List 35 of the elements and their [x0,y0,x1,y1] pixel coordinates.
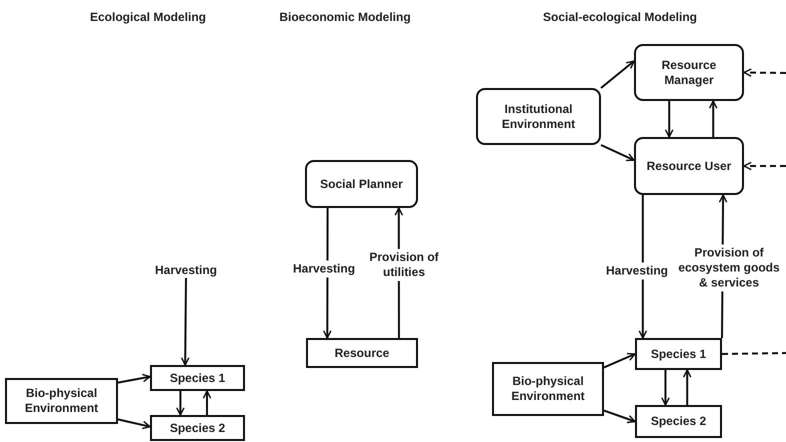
arrow [604,410,636,424]
arrow [604,352,636,368]
arrow [664,101,674,138]
arrow [118,418,151,430]
arrow [202,390,212,415]
arrow [322,208,332,339]
panel-heading: Bioeconomic Modeling [279,10,411,24]
dashed-arrow [743,68,786,77]
process-box: Species 2 [150,415,245,441]
arrow [180,278,190,366]
process-box: Species 2 [635,405,722,438]
text-label: Harvesting [150,262,222,278]
dashed-arrow [743,162,786,170]
panel-heading: Social-ecological Modeling [542,10,698,24]
rounded-box: Resource User [634,137,744,195]
edge-label: Harvesting [604,262,670,280]
process-box: Species 1 [635,338,722,370]
arrow [638,195,648,339]
process-box: Resource [306,338,418,368]
panel-heading: Ecological Modeling [90,10,206,24]
rounded-box: Resource Manager [634,44,744,101]
process-box: Species 1 [150,365,245,391]
rounded-box: Institutional Environment [476,88,601,145]
rounded-box: Social Planner [305,160,418,208]
arrow [118,374,151,384]
arrow [600,60,635,89]
arrow [176,391,185,416]
arrow [682,369,692,405]
arrow [661,370,670,406]
arrow [600,144,635,162]
edge-label: Harvesting [291,260,357,278]
dashed-line [722,352,786,355]
arrow [708,100,718,137]
process-box: Bio-physical Environment [5,378,118,424]
process-box: Bio-physical Environment [492,362,604,416]
